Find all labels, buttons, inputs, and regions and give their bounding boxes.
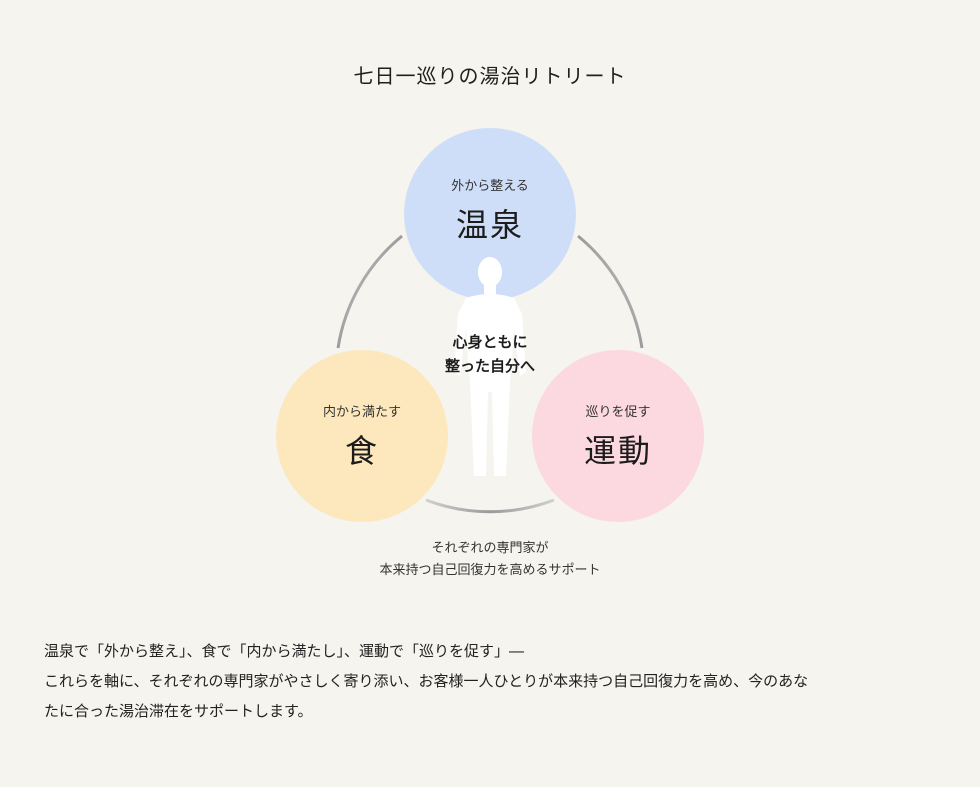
exercise-label: 運動: [583, 431, 652, 470]
center-line-1: 心身ともに: [452, 333, 528, 351]
onsen-label: 温泉: [455, 205, 524, 244]
ring-arc-right: [577, 234, 644, 349]
exercise-subtitle: 巡りを促す: [585, 404, 651, 420]
onsen-subtitle: 外から整える: [451, 178, 529, 194]
center-message: 心身ともに 整った自分へ: [420, 330, 560, 378]
description-line-3: たに合った湯治滞在をサポートします。: [44, 702, 313, 720]
center-line-2: 整った自分へ: [444, 357, 535, 375]
page-title: 七日一巡りの湯治リトリート: [353, 64, 627, 88]
wellness-diagram: 外から整える 温泉 心身ともに 整った自分へ 内から満たす 食 巡りを促す 運動: [276, 128, 704, 522]
connecting-ring: [336, 234, 644, 514]
diagram-caption: それぞれの専門家が 本来持つ自己回復力を高めるサポート: [0, 538, 980, 582]
food-label: 食: [344, 431, 379, 470]
ring-arc-left: [336, 234, 403, 349]
food-subtitle: 内から満たす: [322, 404, 401, 420]
description-text: 温泉で「外から整え」、食で「内から満たし」、運動で「巡りを促す」― これらを軸に…: [44, 636, 944, 726]
food-circle: 内から満たす 食: [276, 350, 448, 522]
description-line-1: 温泉で「外から整え」、食で「内から満たし」、運動で「巡りを促す」―: [44, 642, 525, 660]
exercise-circle: 巡りを促す 運動: [532, 350, 704, 522]
human-silhouette-icon: [454, 257, 526, 476]
description-line-2: これらを軸に、それぞれの専門家がやさしく寄り添い、お客様一人ひとりが本来持つ自己…: [44, 672, 809, 690]
caption-line-2: 本来持つ自己回復力を高めるサポート: [379, 563, 601, 578]
ring-arc-bottom: [425, 498, 555, 514]
caption-line-1: それぞれの専門家が: [431, 541, 549, 556]
